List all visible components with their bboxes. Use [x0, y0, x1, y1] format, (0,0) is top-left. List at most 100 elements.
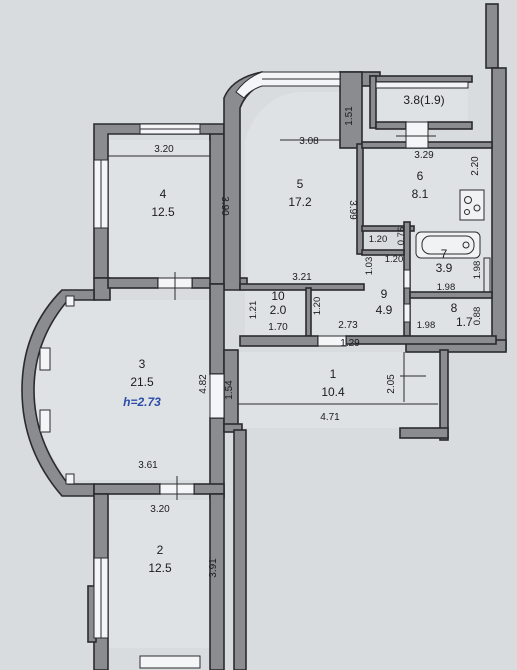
wall-room-5-right [356, 143, 364, 255]
dim-hall-top: 1.29 [340, 338, 360, 349]
dim-room7-height: 1.98 [472, 261, 483, 280]
room-3-number: 3 [139, 357, 146, 371]
room-9-floor [310, 255, 408, 336]
windows [39, 71, 469, 669]
dim-room2-width: 3.20 [150, 504, 170, 515]
room-5-number: 5 [297, 177, 304, 191]
door-room-10 [317, 335, 347, 347]
bath-sink [483, 257, 491, 293]
door-room-7 [403, 269, 411, 289]
wall-hall-left-bottom [223, 423, 243, 433]
room-4-area: 12.5 [151, 205, 175, 219]
window-balcony [375, 81, 469, 89]
room-2-area: 12.5 [148, 561, 172, 575]
wall-room-9-top [361, 249, 405, 256]
wall-hall-bottom-right [399, 427, 449, 439]
dim-room9-bottom: 2.73 [338, 320, 358, 331]
room-9-number: 9 [381, 287, 388, 301]
window-room-3-a [39, 347, 51, 371]
dim-room5-bottom: 3.21 [292, 272, 312, 283]
room-4-number: 4 [160, 187, 167, 201]
room-8-number: 8 [451, 301, 458, 315]
dimension-lines [108, 139, 438, 405]
dim-room6-height: 2.20 [470, 156, 481, 176]
room-4-floor [108, 140, 210, 278]
dim-room2-height: 3.91 [208, 558, 219, 578]
room-1-floor [238, 352, 440, 428]
balcony-floor [376, 82, 468, 124]
window-room-3-d [65, 473, 75, 485]
window-room-3-b [39, 409, 51, 433]
wall-right-upper [485, 3, 499, 69]
room-2-floor [108, 500, 210, 648]
dim-hall-left: 1.54 [224, 380, 235, 400]
dim-room5-height: 3.99 [347, 200, 358, 220]
dim-hall-height: 2.05 [386, 374, 397, 394]
wall-room-6-bottom-a [361, 225, 415, 232]
room-labels: 3.20 3.90 4 12.5 3.08 1.51 3.99 3.21 5 1… [123, 93, 483, 578]
room-10-number: 10 [271, 289, 285, 303]
dim-room5-width: 3.08 [299, 136, 319, 147]
room-1-area: 10.4 [321, 385, 345, 399]
wall-right [491, 67, 507, 351]
dim-room3-right: 4.82 [198, 374, 209, 394]
dim-room7-width: 1.98 [437, 282, 456, 293]
stove [459, 189, 485, 221]
door-room-8 [403, 303, 411, 323]
wall-room-3-right-a [209, 283, 225, 375]
dim-room8-height: 0.88 [472, 307, 483, 326]
room-5-area: 17.2 [288, 195, 312, 209]
room-8-area: 1.7 [456, 315, 473, 329]
room-3-area: 21.5 [130, 375, 154, 389]
room-7-number: 7 [441, 247, 448, 261]
dim-room6-width: 3.29 [414, 150, 434, 161]
wall-room-10-right [305, 287, 312, 337]
room-3-floor [32, 300, 210, 480]
doors [157, 121, 436, 500]
dim-room6-notch: 0.76 [396, 227, 407, 246]
dim-room10-right: 1.20 [312, 297, 323, 316]
wall-room-2-top-a [93, 483, 161, 495]
wall-lower-right [233, 429, 247, 670]
door-balcony [405, 121, 429, 149]
room-10-floor [245, 290, 307, 336]
wall-room-3-bay [21, 289, 95, 497]
room-6-area: 8.1 [412, 187, 429, 201]
window-room-2-bottom [139, 655, 201, 669]
wall-room-9-bottom [345, 335, 497, 345]
wall-balcony-bottom-b [427, 121, 473, 130]
wall-room-4-bottom-left [93, 277, 111, 301]
dim-room8-width: 1.98 [417, 320, 436, 331]
balcony-label: 3.8(1.9) [403, 93, 444, 107]
dim-room5-notch: 1.51 [344, 106, 355, 126]
dim-room9-side: 1.03 [364, 257, 375, 276]
room-6-number: 6 [417, 169, 424, 183]
wall-balcony-left [369, 75, 377, 129]
wall-balcony-bottom-a [375, 121, 407, 130]
dim-corridor-b: 1.20 [385, 254, 404, 265]
ceiling-height: h=2.73 [123, 395, 161, 409]
dim-room3-bottom: 3.61 [138, 460, 158, 471]
dim-room4-width: 3.20 [154, 144, 174, 155]
wall-room-5-bottom [239, 283, 365, 291]
fixtures [415, 189, 491, 293]
room-9-area: 4.9 [376, 303, 393, 317]
room-8-floor [410, 300, 492, 336]
dim-hall-width: 4.71 [320, 412, 340, 423]
room-7-area: 3.9 [436, 261, 453, 275]
door-room-3 [209, 373, 225, 419]
wall-room-10-bottom [239, 335, 319, 347]
dim-corridor-a: 1.20 [369, 234, 388, 245]
wall-bath-divider [409, 291, 493, 299]
room-10-area: 2.0 [270, 303, 287, 317]
room-5-floor [245, 92, 362, 288]
dim-room10-bottom: 1.70 [268, 322, 288, 333]
wall-balcony-top [369, 75, 473, 83]
room-1-number: 1 [330, 367, 337, 381]
wall-room-2-top-b [193, 483, 225, 495]
dim-room4-height: 3.90 [219, 196, 230, 216]
window-room-3-c [65, 295, 75, 307]
dim-room10-left: 1.21 [248, 301, 259, 320]
